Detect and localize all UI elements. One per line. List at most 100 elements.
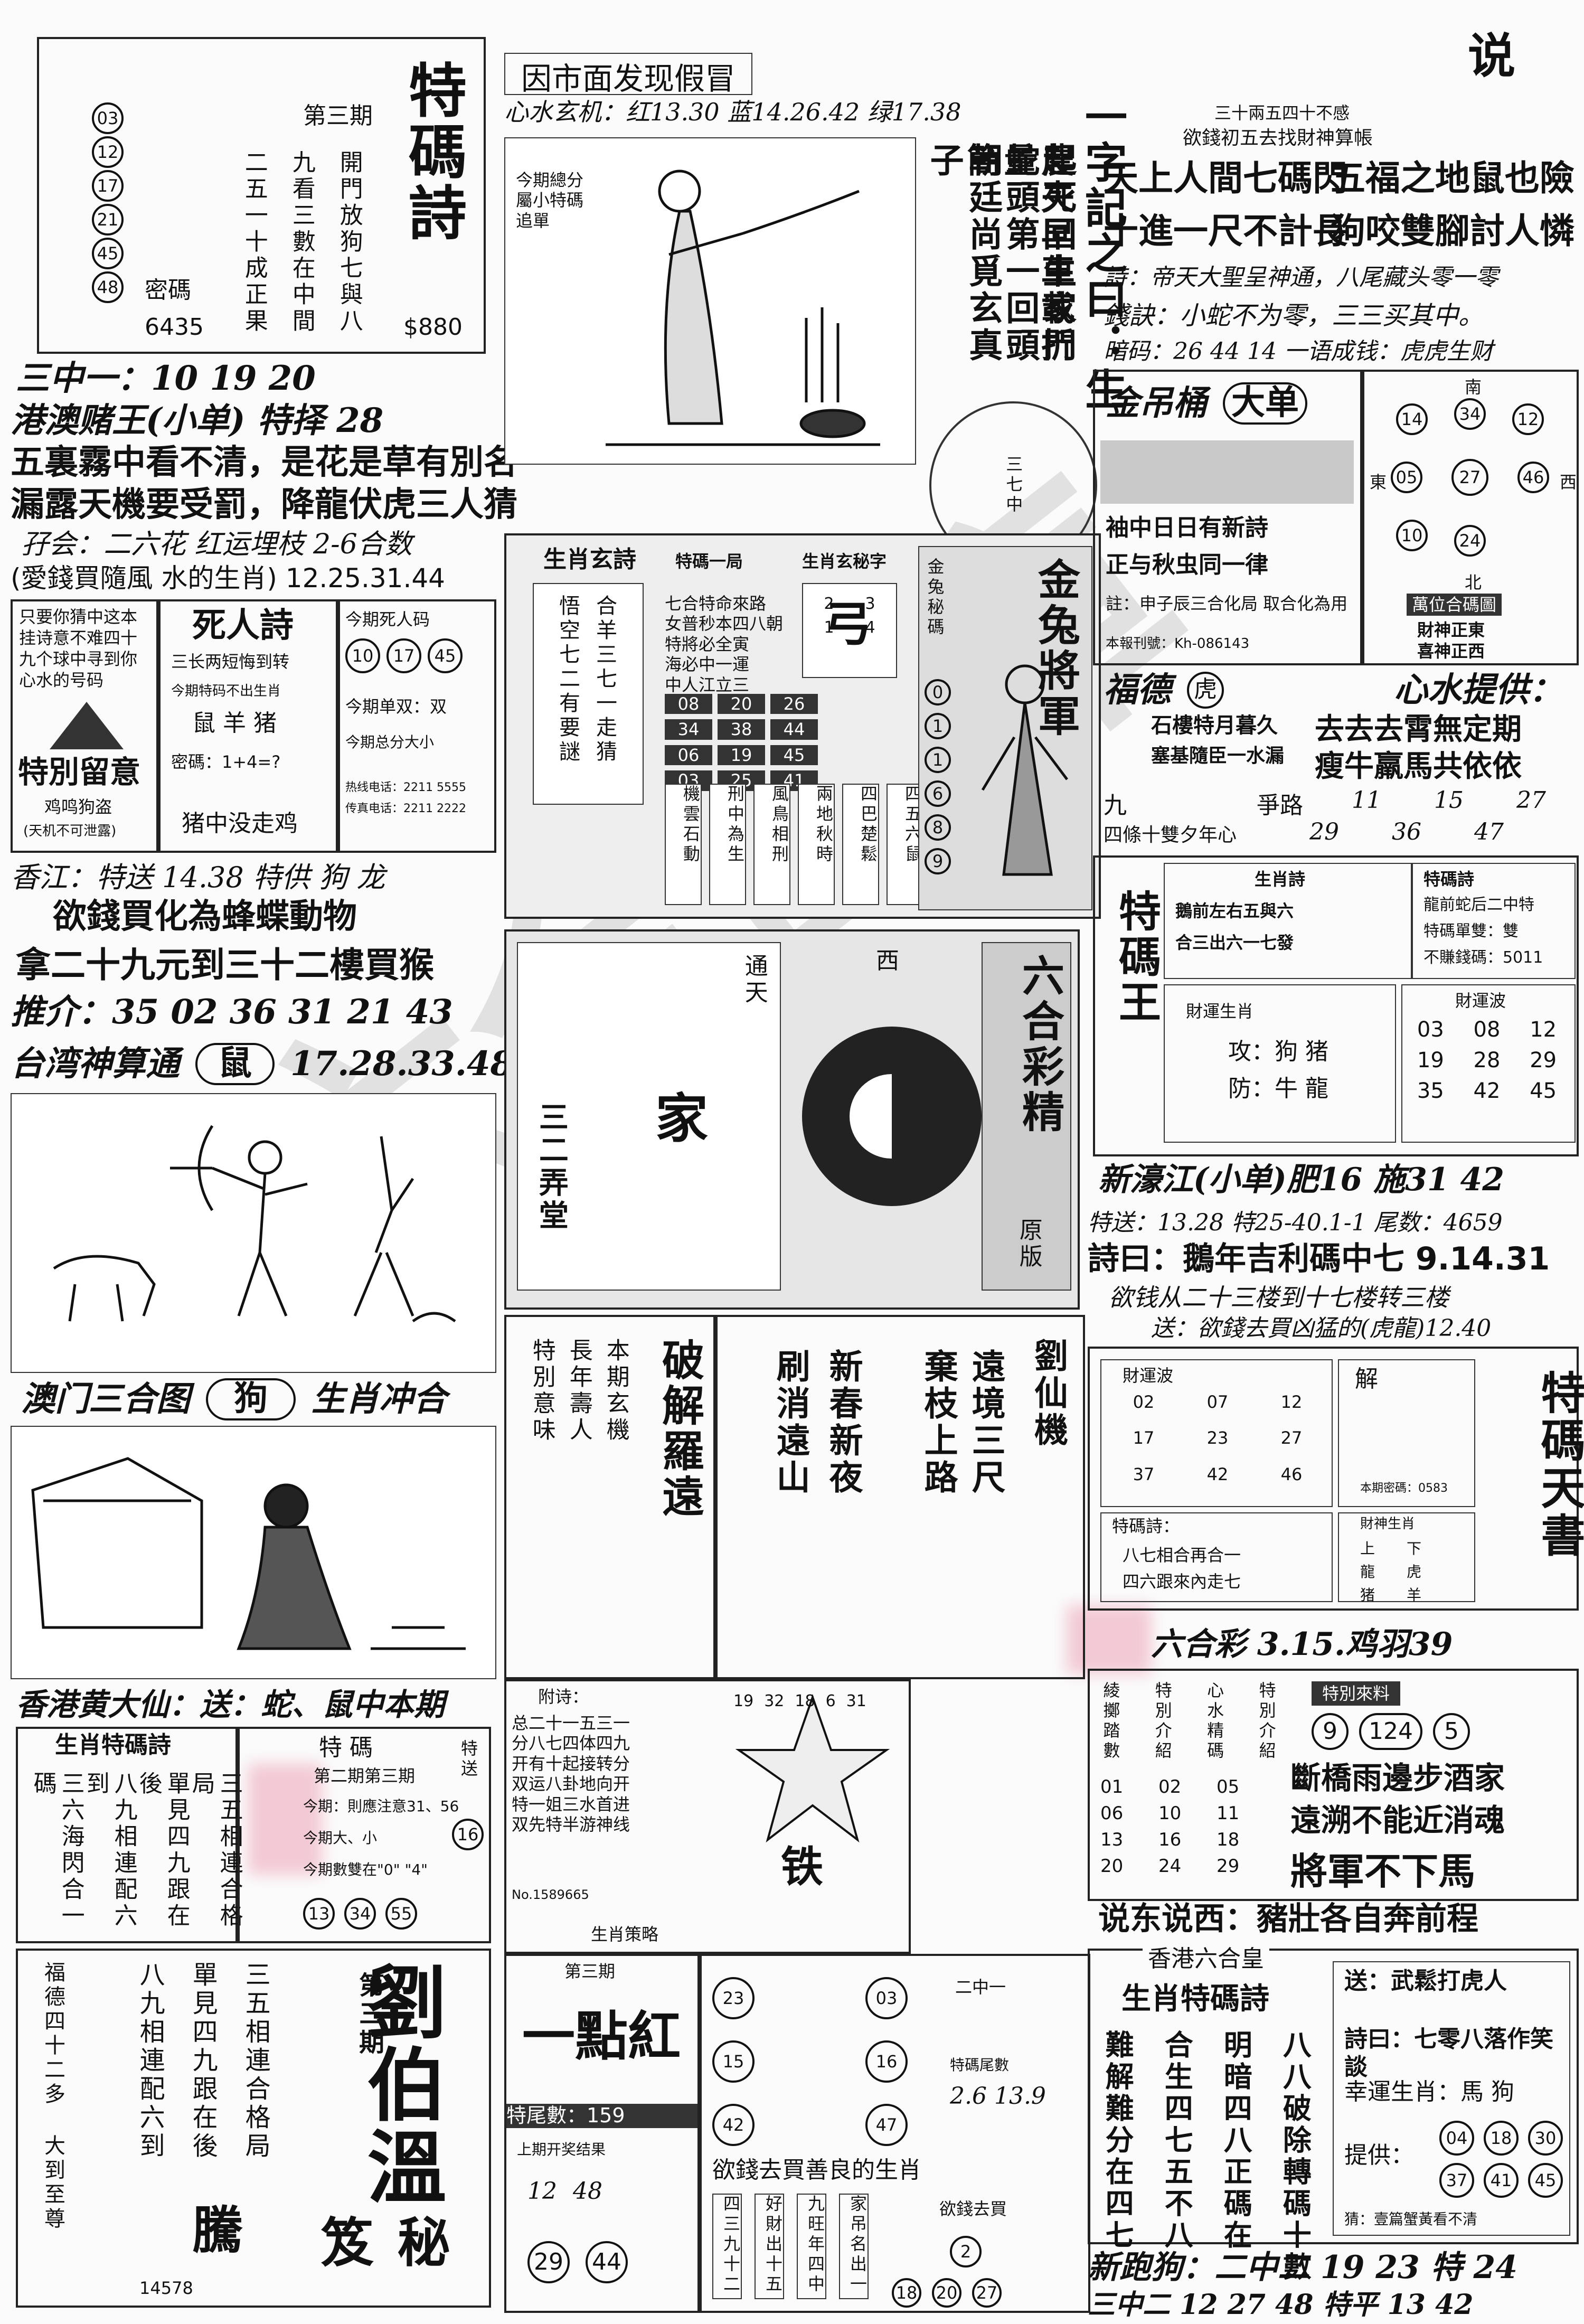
zodiac-xuanshi-panel: 生肖玄詩 特碼一局 生肖玄秘字 合羊三七一走猜 悟空七二有要謎 七合特命來路 女…: [504, 533, 1101, 919]
caishen-zodiac: 上: [1360, 1540, 1375, 1557]
number-circle: 44: [586, 2241, 628, 2283]
bagua-tag: 通天: [740, 954, 768, 1006]
dead-poem-code: 密碼：1+4=?: [171, 752, 281, 772]
hk-liuhe-title: 香港六合皇: [1143, 1945, 1269, 1973]
number-circle: 47: [865, 2104, 908, 2146]
sx-box: 生肖詩 鵝前左右五與六 合三出六一七發: [1164, 863, 1412, 979]
code-foot: 14578: [139, 2278, 193, 2298]
shiyue: 詩曰：鵝年吉利碼中七 9.14.31: [1088, 1240, 1550, 1277]
special-attention-panel: 只要你猜中这本 挂诗意不难四十 九个球中寻到你 心水的号码 特別留意 鸡鸣狗盗 …: [11, 599, 158, 853]
number-circle: 27: [972, 2278, 1002, 2308]
tm-box: 特碼詩 龍前蛇后二中特 特碼單雙：雙 不賺錢碼：5011: [1412, 863, 1576, 979]
aomen-pick: 狗: [206, 1378, 296, 1420]
grid-num: 45: [770, 745, 818, 766]
taiwan-nums: 17.28.33.48: [290, 1044, 514, 1084]
archer-svg: [53, 1125, 456, 1323]
zodiac-poem-panel: 生肖特碼詩 三六海閃合一碼 八九相連配六到 單見四九跟在後 三五相連合格局: [16, 1727, 243, 1943]
corner-char: 说: [1468, 29, 1515, 84]
xuanshi-title: 生肖玄詩: [543, 546, 636, 573]
dian-hong-title: 一點紅: [522, 2006, 681, 2067]
number-circle: 12: [92, 136, 124, 168]
caibo-num: 19: [1417, 1048, 1444, 1072]
tema-small-panel: 特 碼 第二期第三期 今期：則應注意31、56 今期大、小 今期數雙在"0" "…: [238, 1727, 491, 1943]
tm-line: 特碼單雙：雙: [1423, 922, 1519, 940]
dead-poem-zodiac: 鼠 羊 猪: [192, 710, 277, 737]
xianji-line: 棄枝上路: [918, 1349, 958, 1497]
tebie-col: 特別介紹: [1256, 1681, 1277, 1762]
fude-zhenglu: 爭路: [1257, 792, 1303, 819]
couplet-col: 朝廷尚覓玄真子: [924, 143, 1003, 364]
bagua-title: 六合彩精: [1015, 954, 1064, 1135]
special-text: 只要你猜中这本: [19, 607, 138, 627]
dian-hong-panel: 第三期 一點紅 特尾數：159 上期开奖结果 12 48 29 44: [504, 1954, 700, 2313]
blurred-region: [1067, 1605, 1151, 1674]
taiwan-pick: 鼠: [195, 1043, 275, 1085]
tebie-line: 斷橋雨邊步酒家: [1290, 1760, 1505, 1796]
number-circle: 6: [925, 780, 951, 807]
na-line: 拿二十九元到三十二樓買猴: [16, 945, 434, 985]
couplet-col: 起死回生家門量: [998, 143, 1077, 364]
poem-col: 單見四九跟在後: [187, 1961, 218, 2161]
liu-bowen-issue: 第三期: [354, 1972, 384, 2057]
number-circle: 45: [92, 238, 124, 269]
hk-huang-line: 香港黄大仙：送：蛇、鼠中本期: [16, 1687, 445, 1723]
tianshu-num: 37: [1133, 1464, 1155, 1484]
tianshu-num: 07: [1206, 1392, 1229, 1412]
mima-digit: 2: [824, 595, 834, 613]
tema-poem-price: $880: [403, 314, 463, 341]
star-num: 19: [733, 1692, 754, 1710]
number-circle: 12: [1512, 403, 1544, 435]
zodiac-poem-col: 單見四九跟在後: [135, 1771, 190, 1930]
jinbao-poem: 袖中日日有新詩: [1106, 514, 1268, 541]
fude-title: 福德: [1104, 670, 1171, 710]
special-text: 九个球中寻到你: [19, 649, 138, 669]
chart-title: 萬位合碼圖: [1407, 594, 1502, 616]
caiyun-fang: 防：牛 龍: [1228, 1075, 1328, 1102]
tianshu-tm: 特碼詩： 八七相合再合一 四六跟來內走七: [1100, 1512, 1333, 1602]
tema-small-issue: 第二期第三期: [314, 1766, 416, 1786]
tianshu-num: 42: [1206, 1464, 1229, 1484]
number-circle: 10: [345, 638, 380, 673]
caibo-num: 35: [1417, 1079, 1444, 1103]
zodiac-poem-col: 三六海閃合一碼: [29, 1771, 84, 1930]
fuci-line: 开有十起接转分: [512, 1753, 630, 1774]
fuci-foot: 生肖策略: [591, 1924, 659, 1944]
right-line: 五福之地鼠也險: [1331, 158, 1574, 199]
code-label: 密碼: [145, 277, 191, 304]
tebie-num: 29: [1217, 1856, 1240, 1877]
subtitle2: 欲錢初五去找財神算帳: [1183, 127, 1373, 149]
zodiac-poem-col: 八九相連配六到: [82, 1771, 137, 1930]
right-line: 天上人間七碼閃: [1104, 158, 1347, 199]
number-circle: 18: [1484, 2121, 1519, 2156]
number-circle: 21: [92, 204, 124, 236]
caishen-zodiac: 猪: [1360, 1586, 1375, 1604]
tema-poem-title: 特碼詩: [399, 60, 466, 244]
caishen-zodiac: 虎: [1407, 1563, 1422, 1580]
fude-xinshui: 心水提供：: [1394, 670, 1563, 710]
number-circle: 16: [452, 1819, 484, 1850]
decor-text: 福德四十二多 大到至尊: [41, 1961, 65, 2232]
hk-liuhe-poem-title: 生肖特碼詩: [1121, 1982, 1269, 2016]
yuqian-title: 欲錢買化為蜂蝶動物: [53, 897, 357, 936]
caishen-zodiac: 龍: [1360, 1563, 1375, 1580]
pojie-line: 本期玄機: [602, 1338, 629, 1444]
number-circle: 18: [892, 2278, 921, 2308]
xinhaojiang: 新濠江(小单)肥16 施31 42: [1098, 1161, 1505, 1198]
maiden-illustration: 今期總分屬小特碼追單: [504, 137, 916, 465]
star-num: 18: [795, 1692, 815, 1710]
number-circle: 29: [527, 2241, 570, 2283]
tebie-num: 10: [1158, 1803, 1182, 1824]
code-value: 6435: [145, 314, 204, 341]
fude-num: 15: [1434, 787, 1464, 814]
number-circle: 45: [428, 638, 463, 673]
xianji-line: 遠境三尺: [966, 1349, 1005, 1497]
bottom-buy: 欲錢去買: [939, 2199, 1007, 2219]
xuanshi-te: 特碼一局: [675, 551, 743, 571]
zodiac-poem-title: 生肖特碼詩: [55, 1732, 171, 1758]
jinbao-banner: [1100, 440, 1354, 504]
sx-line: 鵝前左右五與六: [1175, 901, 1294, 921]
aomen-label: 澳门三合图: [21, 1379, 190, 1419]
zodiac-poem-col: 三五相連合格局: [187, 1771, 243, 1930]
xingji-left: 欲錢去買善良的生肖: [712, 2157, 921, 2184]
fuci-line: 总二十一五三一: [512, 1713, 630, 1733]
